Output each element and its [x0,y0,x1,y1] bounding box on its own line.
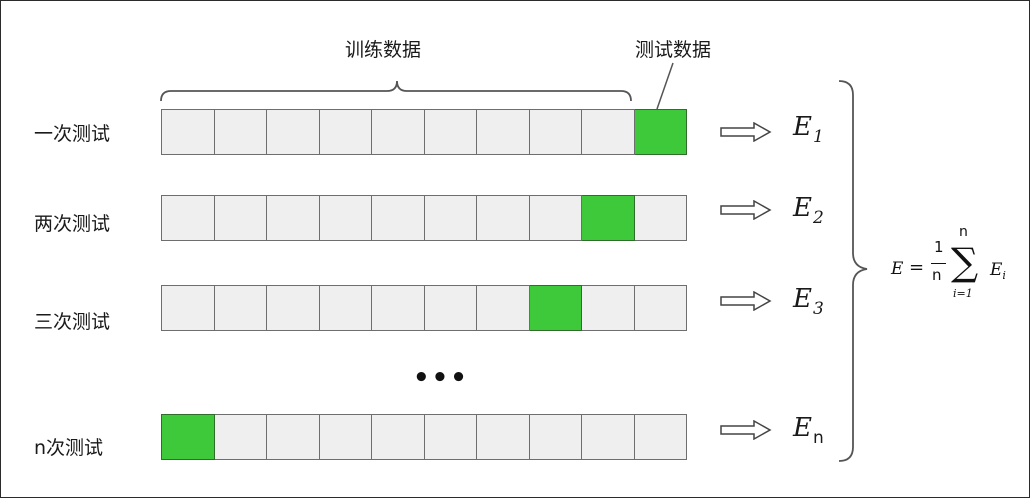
arrow-right-icon [720,122,772,142]
train-fold-cell [267,109,320,155]
train-fold-cell [267,414,320,460]
train-fold-cell [634,285,687,331]
train-fold-cell [424,195,477,241]
fold-row-2 [161,195,687,241]
train-fold-cell [424,414,477,460]
train-fold-cell [477,285,530,331]
row-label-2: 两次测试 [34,213,111,235]
train-fold-cell [529,109,582,155]
error-subscript: n [812,428,824,448]
train-fold-cell [372,109,425,155]
test-data-label: 测试数据 [635,39,712,61]
train-fold-cell [582,414,635,460]
train-fold-cell [424,109,477,155]
training-data-label: 训练数据 [345,39,422,61]
train-fold-cell [529,195,582,241]
sum-upper-limit: n [959,224,968,240]
formula-lhs: E [891,259,904,279]
formula-equals: = [909,257,925,278]
test-fold-cell [161,414,215,460]
test-data-pointer [656,62,674,110]
fraction-bar [931,263,946,264]
arrow-right-icon [720,200,772,220]
error-term-n: En [793,413,824,447]
error-term-3: E3 [793,284,824,318]
error-term-1: E1 [793,112,824,146]
train-fold-cell [372,285,425,331]
train-fold-cell [424,285,477,331]
arrow-right-icon [720,291,772,311]
train-fold-cell [477,195,530,241]
train-fold-cell [582,285,635,331]
error-symbol: E [793,413,812,443]
error-term-2: E2 [793,193,824,227]
error-symbol: E [793,112,812,142]
error-symbol: E [793,284,812,314]
test-fold-cell [529,285,582,331]
row-label-3: 三次测试 [34,311,111,333]
formula-denominator: n [932,266,942,284]
train-fold-cell [214,285,267,331]
fold-row-n [161,414,687,460]
more-rows-ellipsis: ••• [413,363,469,393]
formula-numerator: 1 [934,238,944,256]
row-label-n: n次测试 [34,437,104,459]
train-fold-cell [161,109,215,155]
train-fold-cell [267,285,320,331]
arrow-right-icon [720,420,772,440]
train-fold-cell [477,109,530,155]
training-data-brace [160,80,632,102]
train-fold-cell [372,414,425,460]
term-symbol: E [990,260,1003,280]
train-fold-cell [319,195,372,241]
train-fold-cell [161,285,215,331]
train-fold-cell [161,195,215,241]
formula-term: Ei [990,260,1006,282]
fold-row-3 [161,285,687,331]
train-fold-cell [319,109,372,155]
summation-icon: ∑ [951,240,979,284]
fold-row-1 [161,109,687,155]
error-subscript: 1 [812,127,824,147]
error-subscript: 3 [812,299,824,319]
average-error-formula: E = 1 n n ∑ i=1 Ei [891,224,1023,313]
train-fold-cell [582,109,635,155]
train-fold-cell [372,195,425,241]
row-label-1: 一次测试 [34,123,111,145]
train-fold-cell [267,195,320,241]
train-fold-cell [319,414,372,460]
error-subscript: 2 [812,208,824,228]
train-fold-cell [214,414,267,460]
train-fold-cell [319,285,372,331]
train-fold-cell [529,414,582,460]
test-fold-cell [634,109,687,155]
train-fold-cell [634,414,687,460]
error-symbol: E [793,193,812,223]
train-fold-cell [214,109,267,155]
test-fold-cell [582,195,635,241]
train-fold-cell [214,195,267,241]
term-subscript: i [1002,269,1006,282]
train-fold-cell [634,195,687,241]
sum-lower-limit: i=1 [953,287,973,300]
results-brace [838,80,868,462]
train-fold-cell [477,414,530,460]
